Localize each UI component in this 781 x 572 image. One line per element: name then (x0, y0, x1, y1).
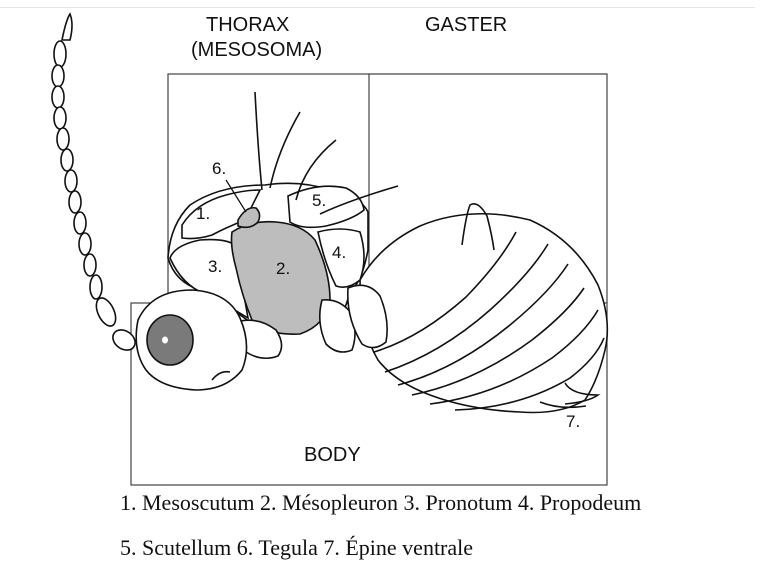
legend-line-2: 5. Scutellum 6. Tegula 7. Épine ventrale (120, 537, 473, 559)
head-drawing (136, 290, 246, 390)
label-mesopleuron: 2. (276, 260, 290, 277)
label-propodeum: 4. (332, 244, 346, 261)
body-label: BODY (304, 445, 361, 465)
compound-eye (147, 315, 193, 365)
label-ventral-spine: 7. (566, 413, 580, 430)
gaster-label: GASTER (425, 15, 507, 35)
gaster-outline (360, 214, 607, 413)
wing-base-2 (270, 112, 300, 188)
wing-base-1 (255, 92, 262, 190)
gaster-drawing (360, 204, 607, 413)
antenna-tip (62, 14, 72, 40)
antenna (52, 14, 139, 354)
label-pronotum: 3. (208, 258, 222, 275)
label-mesoscutum: 1. (196, 205, 210, 222)
thorax-label: THORAX (206, 15, 289, 35)
label-tegula: 6. (212, 160, 226, 177)
mesosoma-label: (MESOSOMA) (191, 40, 322, 60)
legend-line-1: 1. Mesoscutum 2. Mésopleuron 3. Pronotum… (120, 492, 641, 514)
label-scutellum: 5. (312, 192, 326, 209)
eye-highlight (162, 337, 168, 344)
